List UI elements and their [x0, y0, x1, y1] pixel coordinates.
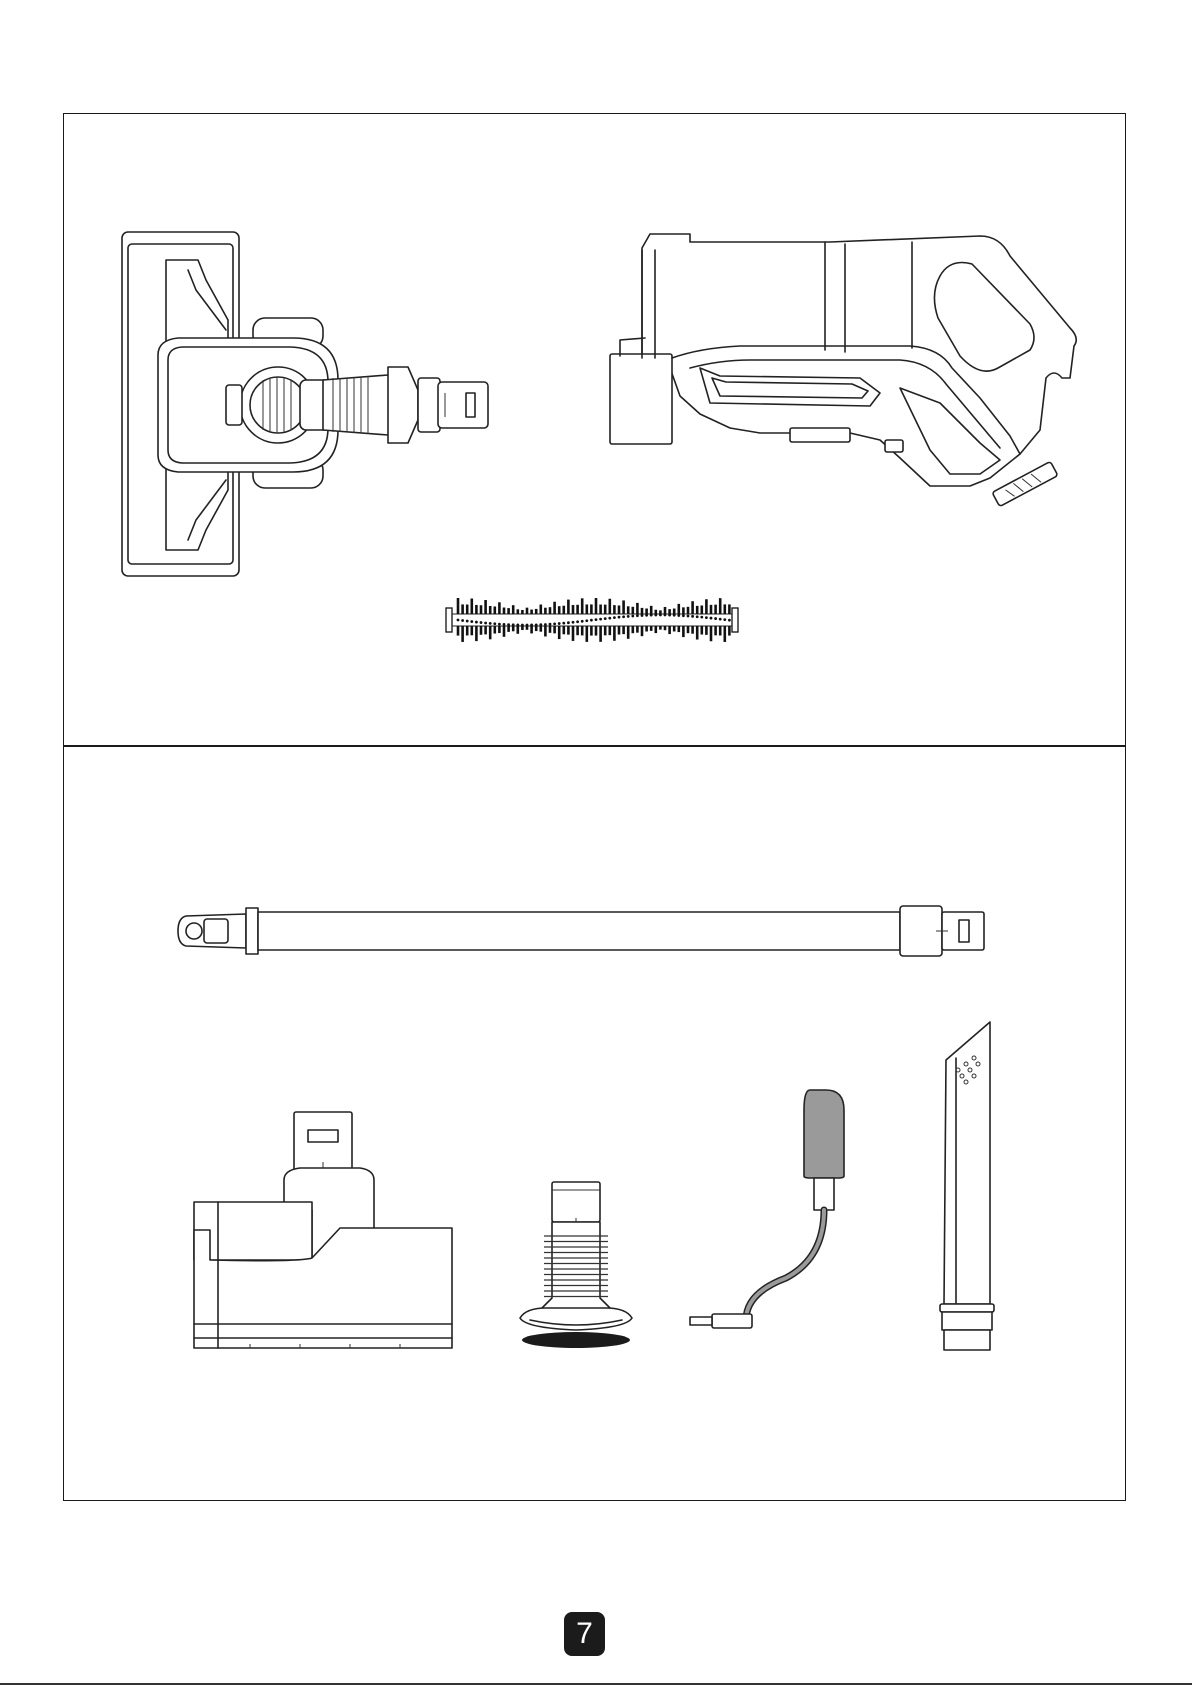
floor-brush-head-illustration — [118, 230, 503, 580]
charger-illustration — [686, 1088, 862, 1348]
mini-motorized-brush-illustration — [190, 1110, 460, 1350]
extension-tube-illustration — [176, 902, 1016, 960]
crevice-tool-illustration — [936, 1018, 996, 1354]
main-unit-illustration — [600, 228, 1080, 518]
page-number-badge: 7 — [564, 1612, 605, 1656]
brush-attachment-illustration — [516, 1180, 636, 1350]
brush-roll-illustration — [440, 590, 745, 650]
